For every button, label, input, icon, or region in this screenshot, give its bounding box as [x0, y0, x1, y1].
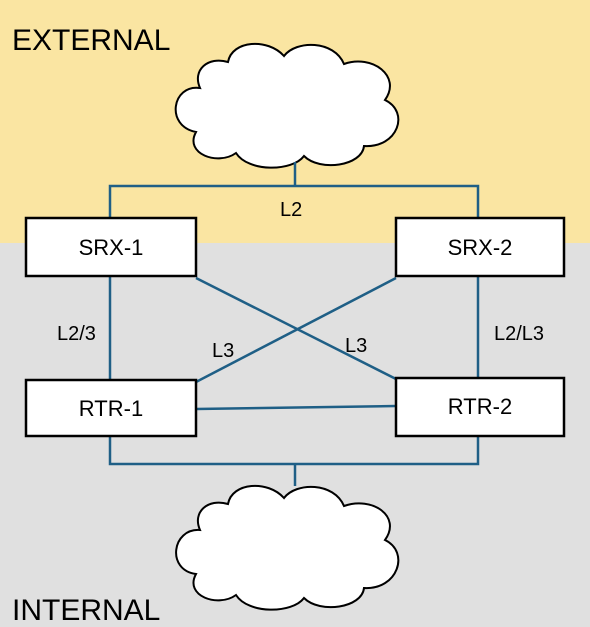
srx-1-box — [24, 216, 198, 278]
rtr-2-label: RTR-2 — [448, 394, 512, 419]
external-network-cloud — [174, 43, 400, 169]
external-zone-label: EXTERNAL — [12, 24, 170, 57]
link-label-cross-l3-right: L3 — [345, 335, 367, 357]
link-label-left-l23: L2/3 — [57, 323, 96, 345]
srx-2-box — [394, 216, 566, 278]
link-rtr1-rtr2 — [195, 404, 397, 411]
link-label-right-l2l3: L2/L3 — [494, 323, 544, 345]
link-label-cross-l3-left: L3 — [212, 340, 234, 362]
rtr-1-box — [24, 378, 198, 438]
link-label-top-l2: L2 — [280, 199, 302, 221]
internal-zone-label: INTERNAL — [12, 594, 160, 627]
srx-1-label: SRX-1 — [79, 235, 144, 260]
rtr-2-box — [394, 376, 566, 438]
link-srx2-rtr1 — [195, 276, 397, 384]
srx-2-label: SRX-2 — [448, 235, 513, 260]
rtr-1-label: RTR-1 — [79, 396, 143, 421]
internal-network-cloud — [175, 484, 400, 611]
